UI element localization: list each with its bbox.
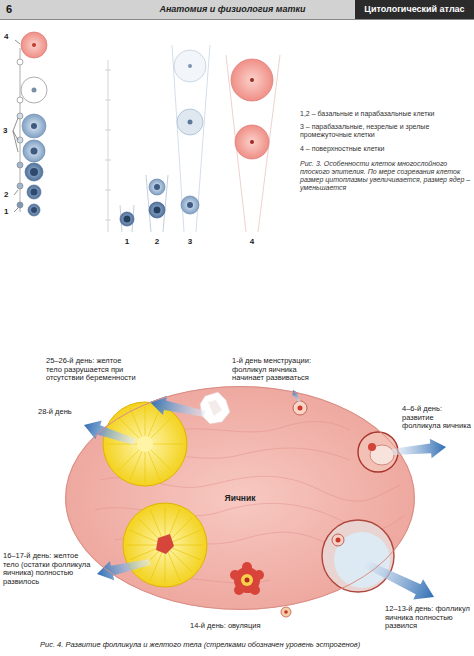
estrogen-arrow — [392, 439, 446, 459]
key-line: 4 – поверхностные клетки — [300, 145, 472, 153]
estrogen-arrow — [97, 559, 151, 580]
estrogen-arrow — [360, 559, 434, 600]
header-band — [0, 0, 474, 19]
atlas-title: Цитологический атлас — [358, 4, 471, 14]
stage-note: 4–6-й день: развитие фолликула яичника — [402, 405, 472, 431]
stage-note: 1-й день менструации: фолликул яичника н… — [232, 357, 328, 383]
organ-name: Яичник — [225, 493, 256, 503]
ovary-illustration — [65, 386, 415, 617]
callout-number: 2 — [4, 190, 14, 199]
column-number: 2 — [151, 237, 163, 246]
column-number: 3 — [184, 237, 196, 246]
header-rule — [0, 19, 474, 20]
page-number: 6 — [6, 3, 26, 16]
figure-caption: Рис. 3. Особенности клеток многослойного… — [300, 160, 472, 192]
ovary-outline: Яичник — [65, 386, 415, 610]
column-number: 1 — [121, 237, 133, 246]
epithelium-stack — [13, 32, 47, 216]
figure-caption: Рис. 4. Развитие фолликула и желтого тел… — [40, 641, 470, 650]
estrogen-arrow — [150, 396, 206, 417]
header-box — [355, 0, 474, 19]
stage-note: 28-й день — [38, 408, 82, 417]
key-line: 1,2 – базальные и парабазальные клетки — [300, 110, 472, 118]
key-line: 3 – парабазальные, незрелые и зрелые про… — [300, 123, 472, 139]
stage-note: 12–13-й день: фолликул яичника полностью… — [385, 605, 471, 631]
column-number: 4 — [246, 237, 258, 246]
callout-number: 3 — [3, 126, 13, 135]
running-header: Анатомия и физиология матки — [115, 4, 350, 14]
callout-number: 1 — [4, 207, 14, 216]
stage-note: 25–26-й день: желтое тело разрушается пр… — [46, 357, 138, 383]
stage-note: 16–17-й день: желтое тело (остатки фолли… — [3, 552, 91, 587]
stage-note: 14-й день: овуляция — [190, 622, 290, 631]
maturation-columns — [105, 45, 280, 232]
callout-number: 4 — [4, 32, 14, 41]
